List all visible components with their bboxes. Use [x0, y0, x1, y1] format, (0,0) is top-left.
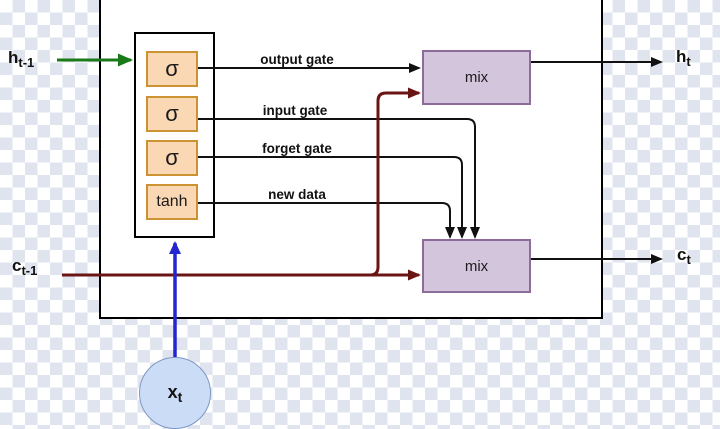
cell-state-branch-arrow — [369, 87, 421, 277]
sigma-unit-1: σ — [146, 51, 198, 87]
input-vector-node: xt — [139, 357, 211, 429]
new-data-label: new data — [268, 187, 326, 202]
mix-node-cell: mix — [422, 239, 531, 293]
sigma-label: σ — [165, 56, 179, 81]
input-gate-label: input gate — [262, 103, 328, 118]
h-out-sub: t — [686, 54, 691, 69]
c-prev-label: ct-1 — [12, 256, 37, 281]
mix-label: mix — [464, 257, 489, 275]
h-prev-base: h — [8, 48, 19, 67]
h-out-base: h — [676, 47, 687, 66]
new-data-wire — [198, 202, 455, 239]
input-gate-wire — [198, 118, 480, 239]
c-out-sub: t — [686, 252, 691, 267]
mix-label: mix — [464, 69, 489, 86]
x-in-label: xt — [168, 382, 183, 405]
x-in-base: x — [167, 381, 178, 402]
sigma-unit-3: σ — [146, 140, 198, 176]
c-prev-base: c — [12, 256, 22, 275]
c-out-label: ct — [677, 245, 691, 270]
h-out-label: ht — [676, 47, 691, 72]
sigma-label: σ — [165, 145, 179, 170]
sigma-unit-2: σ — [146, 96, 198, 132]
tanh-unit: tanh — [146, 184, 198, 220]
h-prev-sub: t-1 — [18, 55, 35, 70]
h-prev-label: ht-1 — [8, 48, 34, 73]
c-prev-sub: t-1 — [21, 263, 38, 278]
c-out-base: c — [677, 245, 687, 264]
tanh-label: tanh — [156, 193, 188, 210]
forget-gate-wire — [198, 156, 467, 239]
x-in-sub: t — [177, 388, 183, 405]
mix-node-hidden: mix — [422, 50, 531, 105]
forget-gate-label: forget gate — [262, 141, 332, 156]
sigma-label: σ — [165, 101, 179, 126]
output-gate-label: output gate — [260, 52, 334, 67]
